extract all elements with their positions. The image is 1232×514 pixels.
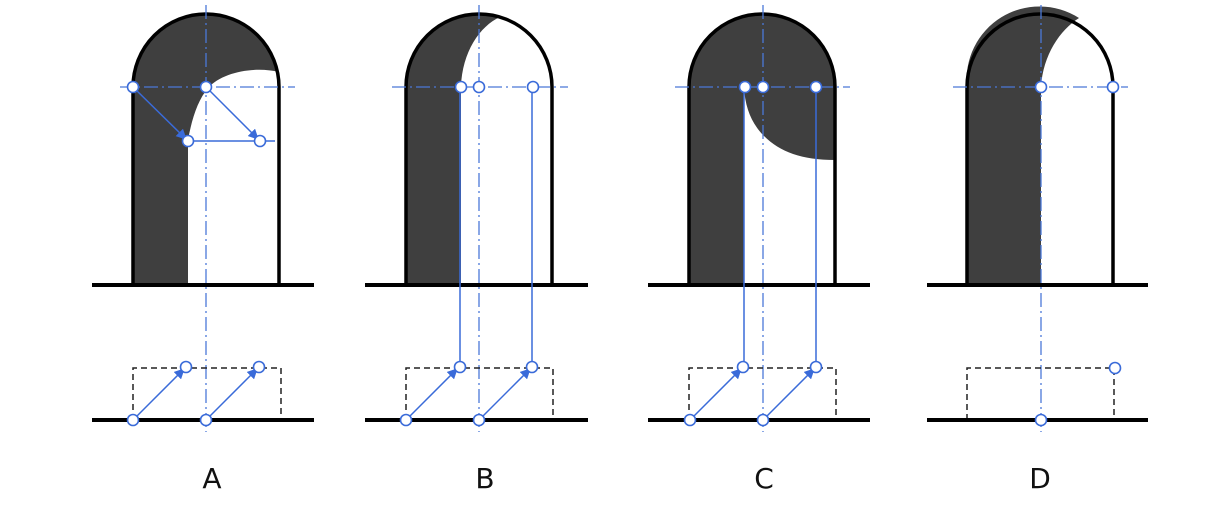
construction-points-d <box>1034 80 1122 427</box>
point-c <box>736 360 750 374</box>
arch-elevation-d <box>927 6 1148 287</box>
point-d <box>1106 80 1120 94</box>
point-a <box>253 134 267 148</box>
plan-ray-2-c <box>762 368 815 421</box>
point-a <box>252 360 266 374</box>
point-a <box>199 413 213 427</box>
point-d <box>1034 413 1048 427</box>
point-c <box>756 413 770 427</box>
point-a <box>126 413 140 427</box>
point-c <box>756 80 770 94</box>
point-a <box>179 360 193 374</box>
arch-outline-c <box>687 12 837 284</box>
panel-c <box>648 5 870 432</box>
point-b <box>526 80 540 94</box>
shadow-ray-1-a <box>132 86 187 140</box>
arch-shadow-b <box>405 13 500 284</box>
panel-b <box>365 5 588 432</box>
plan-a <box>92 367 314 422</box>
arch-elevation-a <box>92 12 314 287</box>
arch-shadow-d <box>966 6 1079 285</box>
panel-d <box>927 5 1148 432</box>
point-a <box>199 80 213 94</box>
point-b <box>453 360 467 374</box>
arch-shadow-a <box>133 14 279 284</box>
point-c <box>809 360 823 374</box>
plan-ray-1-c <box>689 368 742 421</box>
panel-label-c: C <box>754 462 774 495</box>
plan-dashed-outline-a <box>132 367 282 420</box>
construction-points-b <box>399 80 540 427</box>
panel-a <box>92 5 314 432</box>
point-b <box>472 413 486 427</box>
point-d <box>1034 80 1048 94</box>
plan-ray-1-a <box>132 368 185 421</box>
point-a <box>126 80 140 94</box>
construction-points-c <box>683 80 823 427</box>
point-b <box>399 413 413 427</box>
plan-ray-1-b <box>405 368 458 421</box>
plan-ray-2-b <box>478 368 531 421</box>
point-b <box>525 360 539 374</box>
arch-elevation-b <box>365 12 588 287</box>
panel-label-b: B <box>475 462 495 495</box>
shadow-ray-2-a <box>205 86 259 140</box>
panel-label-a: A <box>202 462 222 495</box>
plan-d <box>927 367 1148 422</box>
point-b <box>472 80 486 94</box>
point-b <box>454 80 468 94</box>
construction-points-a <box>126 80 267 427</box>
plan-dashed-outline-c <box>688 367 837 420</box>
point-a <box>181 134 195 148</box>
arch-elevation-c <box>648 12 870 287</box>
point-d <box>1108 361 1122 375</box>
arch-shadow-c <box>689 14 835 284</box>
point-c <box>738 80 752 94</box>
panel-label-d: D <box>1029 462 1051 495</box>
arch-outline-d <box>965 12 1115 284</box>
plan-ray-2-a <box>205 368 258 421</box>
plan-dashed-outline-d <box>966 367 1115 420</box>
plan-dashed-outline-b <box>405 367 554 420</box>
point-c <box>809 80 823 94</box>
plan-b <box>365 367 588 422</box>
plan-c <box>648 367 870 422</box>
point-c <box>683 413 697 427</box>
